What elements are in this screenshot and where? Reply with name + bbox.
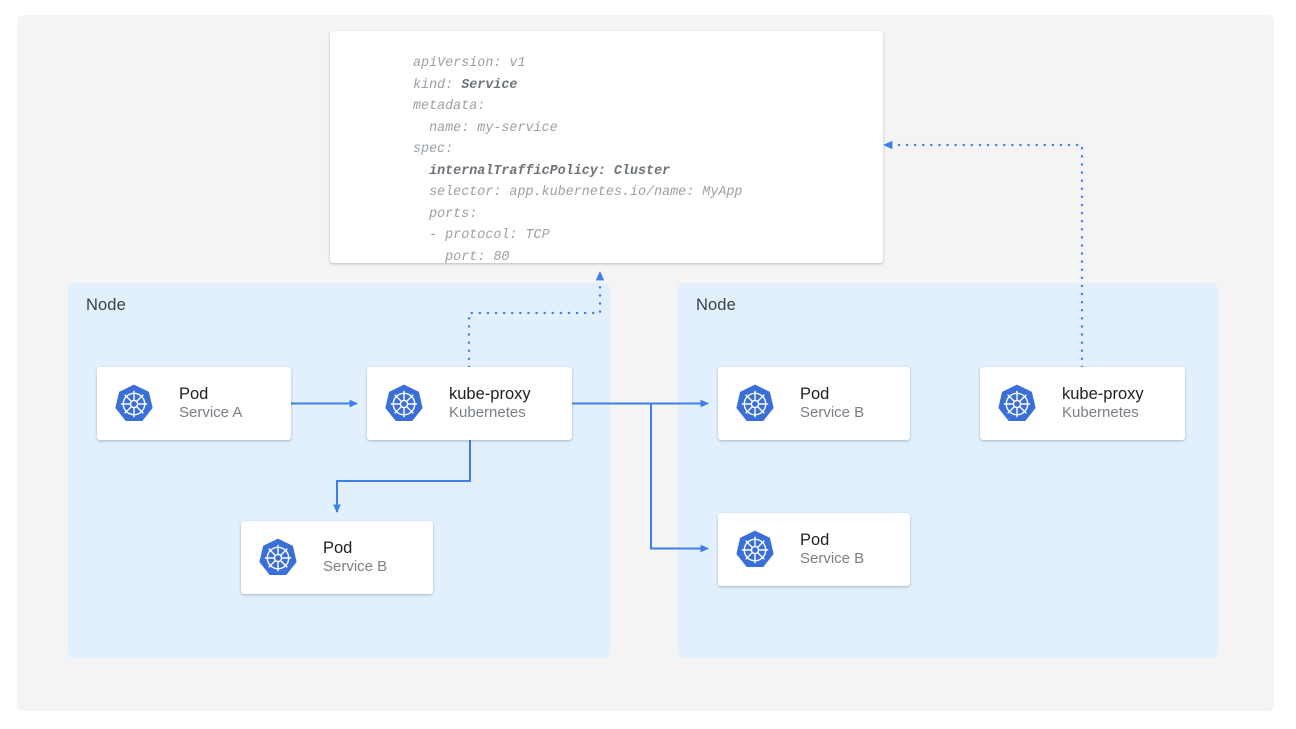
card-title: Pod [179, 384, 209, 403]
card-title: Pod [323, 538, 353, 557]
card-title: Pod [800, 384, 830, 403]
node-box-right [678, 283, 1218, 658]
card-pod-service-b-right-top[interactable]: Pod Service B [718, 367, 910, 440]
kubernetes-logo-icon [113, 383, 155, 425]
card-title: kube-proxy [1062, 384, 1144, 403]
card-subtitle: Service B [800, 550, 865, 568]
kubernetes-logo-icon [734, 529, 776, 571]
node-label-left: Node [86, 296, 126, 314]
yaml-line: internalTrafficPolicy: Cluster [429, 163, 671, 179]
card-text-block: Pod Service B [800, 385, 864, 422]
kubernetes-logo-icon [734, 383, 776, 425]
card-subtitle: Service B [800, 404, 865, 422]
kubernetes-logo-icon [383, 383, 425, 425]
yaml-line: name: my-service [413, 120, 558, 136]
card-text-block: kube-proxy Kubernetes [449, 385, 531, 422]
card-subtitle: Kubernetes [1062, 404, 1139, 422]
yaml-line: kind: Service [413, 77, 518, 93]
node-box-left [68, 283, 610, 658]
service-yaml-manifest-card: apiVersion: v1 kind: Service metadata: nam… [330, 31, 883, 263]
card-subtitle: Service B [323, 558, 388, 576]
yaml-line: metadata: [413, 99, 486, 114]
card-title: Pod [800, 530, 830, 549]
card-subtitle: Kubernetes [449, 404, 526, 422]
card-subtitle: Service A [179, 404, 243, 422]
yaml-line: spec: [413, 142, 454, 157]
card-pod-service-b-left[interactable]: Pod Service B [241, 521, 433, 594]
kubernetes-logo-icon [996, 383, 1038, 425]
card-pod-service-b-right-bottom[interactable]: Pod Service B [718, 513, 910, 586]
yaml-line: apiVersion: v1 [413, 56, 526, 71]
card-text-block: kube-proxy Kubernetes [1062, 385, 1144, 422]
card-kube-proxy-left[interactable]: kube-proxy Kubernetes [367, 367, 572, 440]
card-kube-proxy-right[interactable]: kube-proxy Kubernetes [980, 367, 1185, 440]
card-title: kube-proxy [449, 384, 531, 403]
yaml-line: - protocol: TCP [413, 228, 550, 243]
service-yaml-text: apiVersion: v1 kind: Service metadata: nam… [413, 53, 742, 263]
card-pod-service-a[interactable]: Pod Service A [97, 367, 291, 440]
yaml-line: selector: app.kubernetes.io/name: MyApp [413, 185, 743, 200]
node-label-right: Node [696, 296, 736, 314]
card-text-block: Pod Service B [800, 531, 864, 568]
yaml-line: ports: [413, 206, 478, 222]
card-text-block: Pod Service A [179, 385, 242, 422]
card-text-block: Pod Service B [323, 539, 387, 576]
kubernetes-logo-icon [257, 537, 299, 579]
yaml-line: port: 80 [413, 249, 510, 264]
